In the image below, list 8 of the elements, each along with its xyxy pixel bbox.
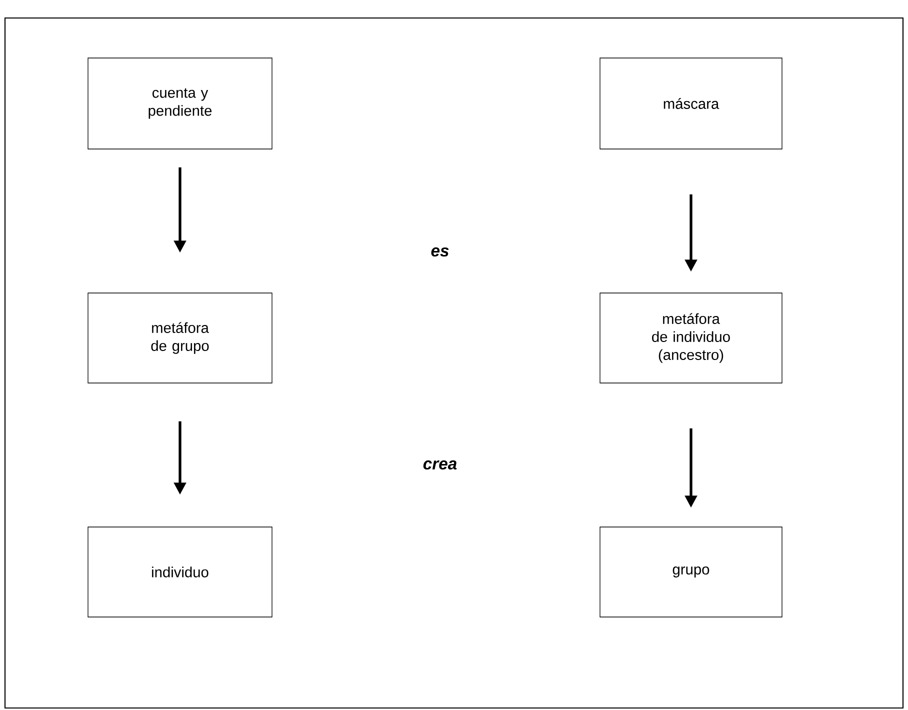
label: crea bbox=[423, 460, 457, 470]
box: cuenta y pendiente bbox=[88, 58, 272, 150]
box: grupo bbox=[600, 526, 782, 618]
box: individuo bbox=[88, 526, 272, 618]
label: es bbox=[431, 247, 449, 257]
box: máscara bbox=[600, 58, 782, 150]
box: metáfora de individuo (ancestro) bbox=[600, 292, 782, 384]
box: metáfora de grupo bbox=[88, 292, 272, 384]
